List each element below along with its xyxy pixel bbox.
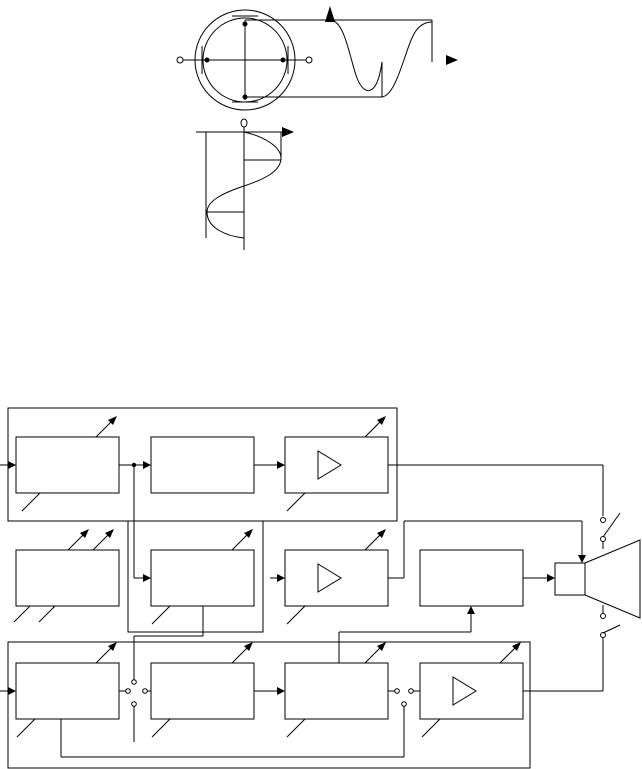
yoke-terminal-right <box>305 56 313 64</box>
picture-tube <box>554 539 641 619</box>
amplifier-triangle-r1 <box>317 450 342 480</box>
yoke-terminal-bottom <box>240 118 248 128</box>
block-r2-4 <box>419 549 524 607</box>
axis-arrow-right-2 <box>282 127 294 137</box>
block-r3-2 <box>150 662 255 720</box>
amplifier-triangle-r2 <box>317 563 342 593</box>
block-r1-1 <box>15 436 120 494</box>
axis-arrow-up <box>325 6 335 22</box>
block-r2-3 <box>284 549 389 607</box>
lead-ticks <box>13 492 441 738</box>
vertical-scan-waveform <box>196 127 294 250</box>
adjust-arrows <box>67 416 521 664</box>
deflection-yoke <box>176 9 313 128</box>
horizontal-scan-waveform <box>245 6 458 98</box>
row-2-frame <box>127 521 264 633</box>
block-r2-2 <box>150 549 255 607</box>
block-r3-1 <box>15 662 120 720</box>
block-r3-4 <box>419 662 524 720</box>
block-r1-2 <box>150 436 255 494</box>
yoke-terminal-left <box>176 56 184 64</box>
amplifier-triangle-r3 <box>452 676 477 706</box>
block-diagram <box>0 407 641 769</box>
axis-arrow-right <box>446 55 458 65</box>
block-r1-3 <box>284 436 389 494</box>
row-1-enclosure <box>7 407 398 522</box>
row-3-enclosure <box>7 641 531 769</box>
block-r3-3 <box>284 662 389 720</box>
block-r2-1 <box>15 549 120 607</box>
